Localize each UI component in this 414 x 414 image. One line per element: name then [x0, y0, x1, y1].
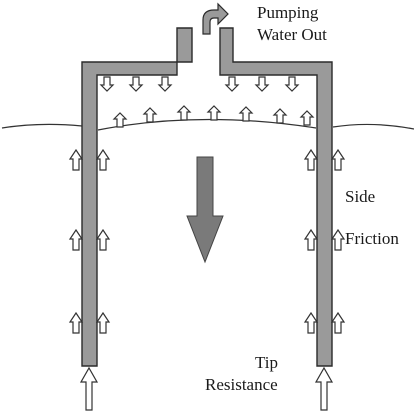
- friction-arrow: [331, 312, 345, 334]
- tip-label: Tip: [255, 353, 279, 372]
- friction-arrow: [69, 229, 83, 251]
- friction-arrow: [96, 312, 110, 334]
- water-out-label: Water Out: [257, 25, 327, 44]
- lid-arrow: [100, 76, 114, 92]
- large-down-arrow-icon: [186, 156, 224, 264]
- lid-arrow: [158, 76, 172, 92]
- lid-arrow: [225, 76, 239, 92]
- pumping-label: Pumping: [257, 3, 319, 22]
- friction-label: Friction: [345, 229, 399, 248]
- curved-arrow-out-icon: [202, 2, 229, 35]
- soil-arrow: [300, 110, 314, 126]
- tip-arrow-left: [79, 366, 99, 411]
- caisson-left-half: [81, 27, 193, 367]
- soil-arrow: [207, 105, 221, 121]
- soil-arrow: [143, 107, 157, 123]
- friction-arrow: [331, 149, 345, 171]
- soil-arrow: [273, 108, 287, 124]
- friction-arrow: [304, 312, 318, 334]
- friction-arrow: [96, 149, 110, 171]
- lid-pressure-arrows: [100, 76, 299, 92]
- lid-arrow: [285, 76, 299, 92]
- lid-arrow: [255, 76, 269, 92]
- ground-line-left: [1, 123, 83, 129]
- friction-arrow: [304, 149, 318, 171]
- tip-arrow-right: [314, 366, 334, 411]
- side-label: Side: [345, 187, 376, 206]
- soil-arrow: [239, 106, 253, 122]
- lid-arrow: [129, 76, 143, 92]
- ground-line-right: [332, 123, 414, 130]
- friction-arrow: [96, 229, 110, 251]
- friction-arrow: [69, 149, 83, 171]
- caisson-right-half: [219, 27, 333, 367]
- friction-arrow: [331, 229, 345, 251]
- friction-arrow: [304, 229, 318, 251]
- tip-resistance-arrows: [79, 366, 334, 411]
- soil-arrow: [113, 112, 127, 128]
- soil-arrow: [177, 105, 191, 121]
- friction-arrow: [69, 312, 83, 334]
- resistance-label: Resistance: [205, 375, 278, 394]
